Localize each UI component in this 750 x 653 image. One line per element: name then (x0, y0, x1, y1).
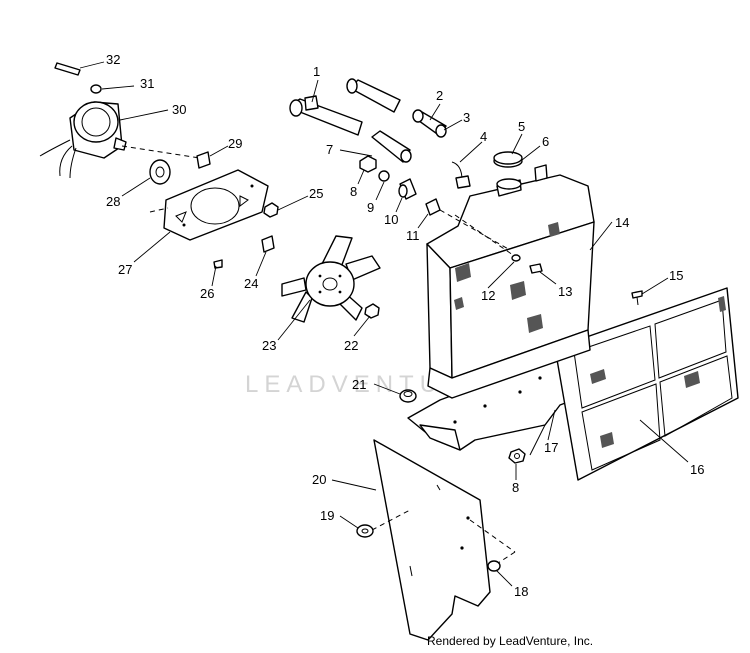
callout-24: 24 (244, 276, 258, 291)
bolt-32 (54, 62, 81, 76)
callout-12: 12 (481, 288, 495, 303)
radiator-cap (493, 151, 523, 168)
side-panel (371, 439, 516, 641)
spacer-24 (261, 235, 275, 253)
spacer-28 (149, 159, 171, 185)
upper-hose (289, 95, 363, 136)
clamp-3 (435, 124, 447, 138)
callout-22: 22 (344, 338, 358, 353)
radiator (426, 164, 595, 399)
callout-9: 9 (367, 200, 374, 215)
callout-15: 15 (669, 268, 683, 283)
callout-8-upper: 8 (350, 184, 357, 199)
callout-28: 28 (106, 194, 120, 209)
leader-lines (79, 61, 689, 587)
callout-10: 10 (384, 212, 398, 227)
fitting-10 (398, 178, 417, 200)
fan-motor (39, 101, 201, 179)
grommet-21 (399, 389, 417, 403)
plug-18 (487, 560, 501, 572)
callout-13: 13 (558, 284, 572, 299)
callout-20: 20 (312, 472, 326, 487)
screw-26 (213, 259, 223, 269)
callout-19: 19 (320, 508, 334, 523)
callout-31: 31 (140, 76, 154, 91)
lower-hose (346, 78, 401, 113)
mounting-plate (149, 169, 269, 241)
nut-22 (364, 303, 380, 319)
spacer-29 (196, 151, 211, 169)
callout-17: 17 (544, 440, 558, 455)
callout-16: 16 (690, 462, 704, 477)
washer-12 (511, 254, 521, 262)
callout-29: 29 (228, 136, 242, 151)
callout-27: 27 (118, 262, 132, 277)
callout-labels: 1 2 3 4 5 6 7 8 8 9 10 11 12 13 14 15 16… (106, 52, 704, 599)
callout-1: 1 (313, 64, 320, 79)
callout-30: 30 (172, 102, 186, 117)
callout-23: 23 (262, 338, 276, 353)
washer-19 (356, 524, 374, 538)
washer-31 (90, 84, 102, 94)
screw-15 (631, 290, 643, 306)
radiator-screen (554, 287, 739, 481)
callout-14: 14 (615, 215, 629, 230)
clamp-8-upper (359, 155, 377, 173)
fan-blade (281, 235, 381, 323)
bolt-13 (529, 263, 543, 274)
callout-21: 21 (352, 377, 366, 392)
nut-25 (263, 202, 279, 218)
hose-7 (371, 130, 412, 163)
callout-2: 2 (436, 88, 443, 103)
washer-9 (378, 170, 390, 182)
callout-32: 32 (106, 52, 120, 67)
callout-18: 18 (514, 584, 528, 599)
callout-3: 3 (463, 110, 470, 125)
callout-25: 25 (309, 186, 323, 201)
fitting-11 (425, 198, 511, 251)
callout-8-lower: 8 (512, 480, 519, 495)
sensor-4 (451, 161, 471, 189)
callout-6: 6 (542, 134, 549, 149)
nut-8-lower (508, 448, 526, 464)
callout-5: 5 (518, 119, 525, 134)
callout-11: 11 (406, 228, 420, 243)
callout-7: 7 (326, 142, 333, 157)
callout-26: 26 (200, 286, 214, 301)
credit-text: Rendered by LeadVenture, Inc. (427, 634, 594, 648)
callout-4: 4 (480, 129, 487, 144)
